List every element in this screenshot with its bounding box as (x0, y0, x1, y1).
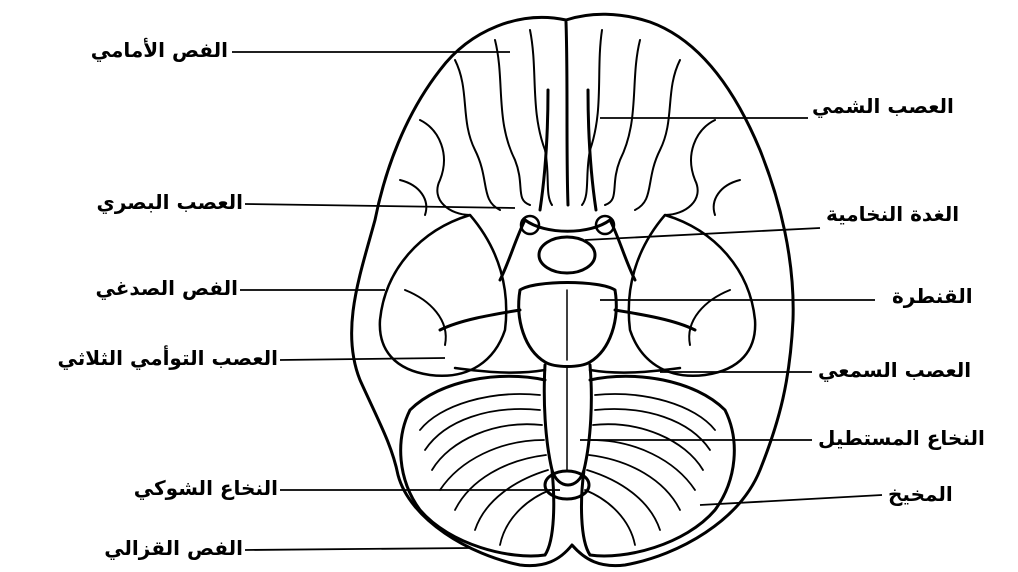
leader-optic (245, 204, 515, 208)
label-cerebellum: المخيخ (888, 484, 953, 504)
label-pituitary-gland: الغدة النخامية (826, 204, 959, 224)
medulla (544, 365, 591, 485)
pituitary (539, 237, 595, 273)
label-occipital-lobe: الفص القزالي (104, 538, 243, 558)
leader-trigeminal (280, 358, 445, 360)
label-frontal-lobe: الفص الأمامي (91, 40, 228, 60)
label-olfactory-nerve: العصب الشمي (812, 96, 954, 116)
cerebellum-left (401, 376, 554, 556)
longitudinal-fissure (566, 22, 568, 205)
temporal-lobe-left (380, 215, 506, 376)
label-temporal-lobe: الفص الصدغي (95, 278, 238, 298)
olfactory-tract-right (588, 90, 596, 210)
label-spinal-cord: النخاع الشوكي (134, 478, 278, 498)
leader-occipital (245, 548, 470, 550)
label-medulla-oblongata: النخاع المستطيل (818, 428, 985, 448)
label-optic-nerve: العصب البصري (96, 192, 243, 212)
label-auditory-nerve: العصب السمعي (818, 360, 971, 380)
leader-cerebellum (700, 495, 882, 505)
label-pons: القنطرة (892, 286, 973, 306)
temporal-lobe-right (629, 215, 755, 376)
label-trigeminal-nerve: العصب التوأمي الثلاثي (58, 348, 278, 368)
